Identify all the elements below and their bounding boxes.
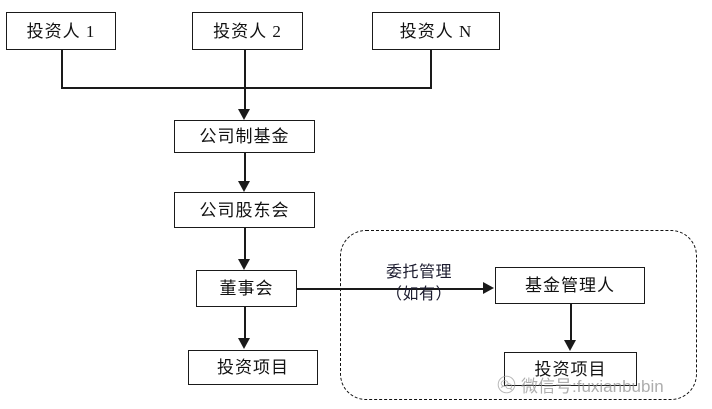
node-investment-project-left-label: 投资项目	[217, 358, 289, 377]
arrowhead-board-to-project-left	[238, 338, 250, 349]
connector-investorn-stub	[430, 50, 432, 88]
node-shareholders-meeting[interactable]: 公司股东会	[174, 192, 315, 228]
node-fund-manager-label: 基金管理人	[525, 276, 615, 295]
node-investor-n[interactable]: 投资人 N	[372, 12, 500, 50]
connector-board-to-fund-manager	[297, 288, 484, 290]
node-investor-n-label: 投资人 N	[399, 21, 473, 41]
node-investment-project-right-label: 投资项目	[534, 359, 607, 379]
node-board-of-directors[interactable]: 董事会	[196, 270, 297, 307]
node-investment-project-left[interactable]: 投资项目	[188, 350, 318, 385]
node-corporate-fund-label: 公司制基金	[199, 127, 290, 146]
node-investor-1[interactable]: 投资人 1	[6, 12, 116, 50]
connector-board-to-project-left	[244, 307, 246, 339]
connector-investor1-stub	[61, 50, 63, 88]
node-shareholders-meeting-label: 公司股东会	[199, 200, 290, 220]
node-board-of-directors-label: 董事会	[219, 279, 274, 298]
node-investor-1-label: 投资人 1	[26, 21, 96, 41]
connector-shareholders-to-board	[244, 228, 246, 260]
arrowhead-board-to-fund-manager	[483, 281, 494, 294]
arrowhead-investors-to-fund	[238, 109, 250, 120]
edge-label-line-2: （如有）	[385, 285, 452, 303]
node-fund-manager[interactable]: 基金管理人	[495, 267, 645, 304]
connector-fund-to-shareholders	[244, 153, 246, 182]
delegated-management-group	[340, 230, 697, 400]
edge-label-delegated-management: 委托管理 （如有）	[364, 262, 474, 305]
node-investor-2[interactable]: 投资人 2	[192, 12, 303, 50]
arrowhead-fund-to-shareholders	[238, 181, 250, 192]
node-investor-2-label: 投资人 2	[213, 21, 282, 41]
connector-fund-manager-to-project-right	[570, 304, 572, 341]
node-corporate-fund[interactable]: 公司制基金	[174, 120, 315, 153]
connector-investor2-to-fund	[244, 50, 246, 110]
arrowhead-shareholders-to-board	[238, 259, 250, 270]
arrowhead-fund-manager-to-project-right	[564, 340, 576, 351]
edge-label-line-1: 委托管理	[385, 264, 452, 281]
connector-investor-bus	[61, 87, 432, 89]
node-investment-project-right[interactable]: 投资项目	[504, 352, 637, 386]
